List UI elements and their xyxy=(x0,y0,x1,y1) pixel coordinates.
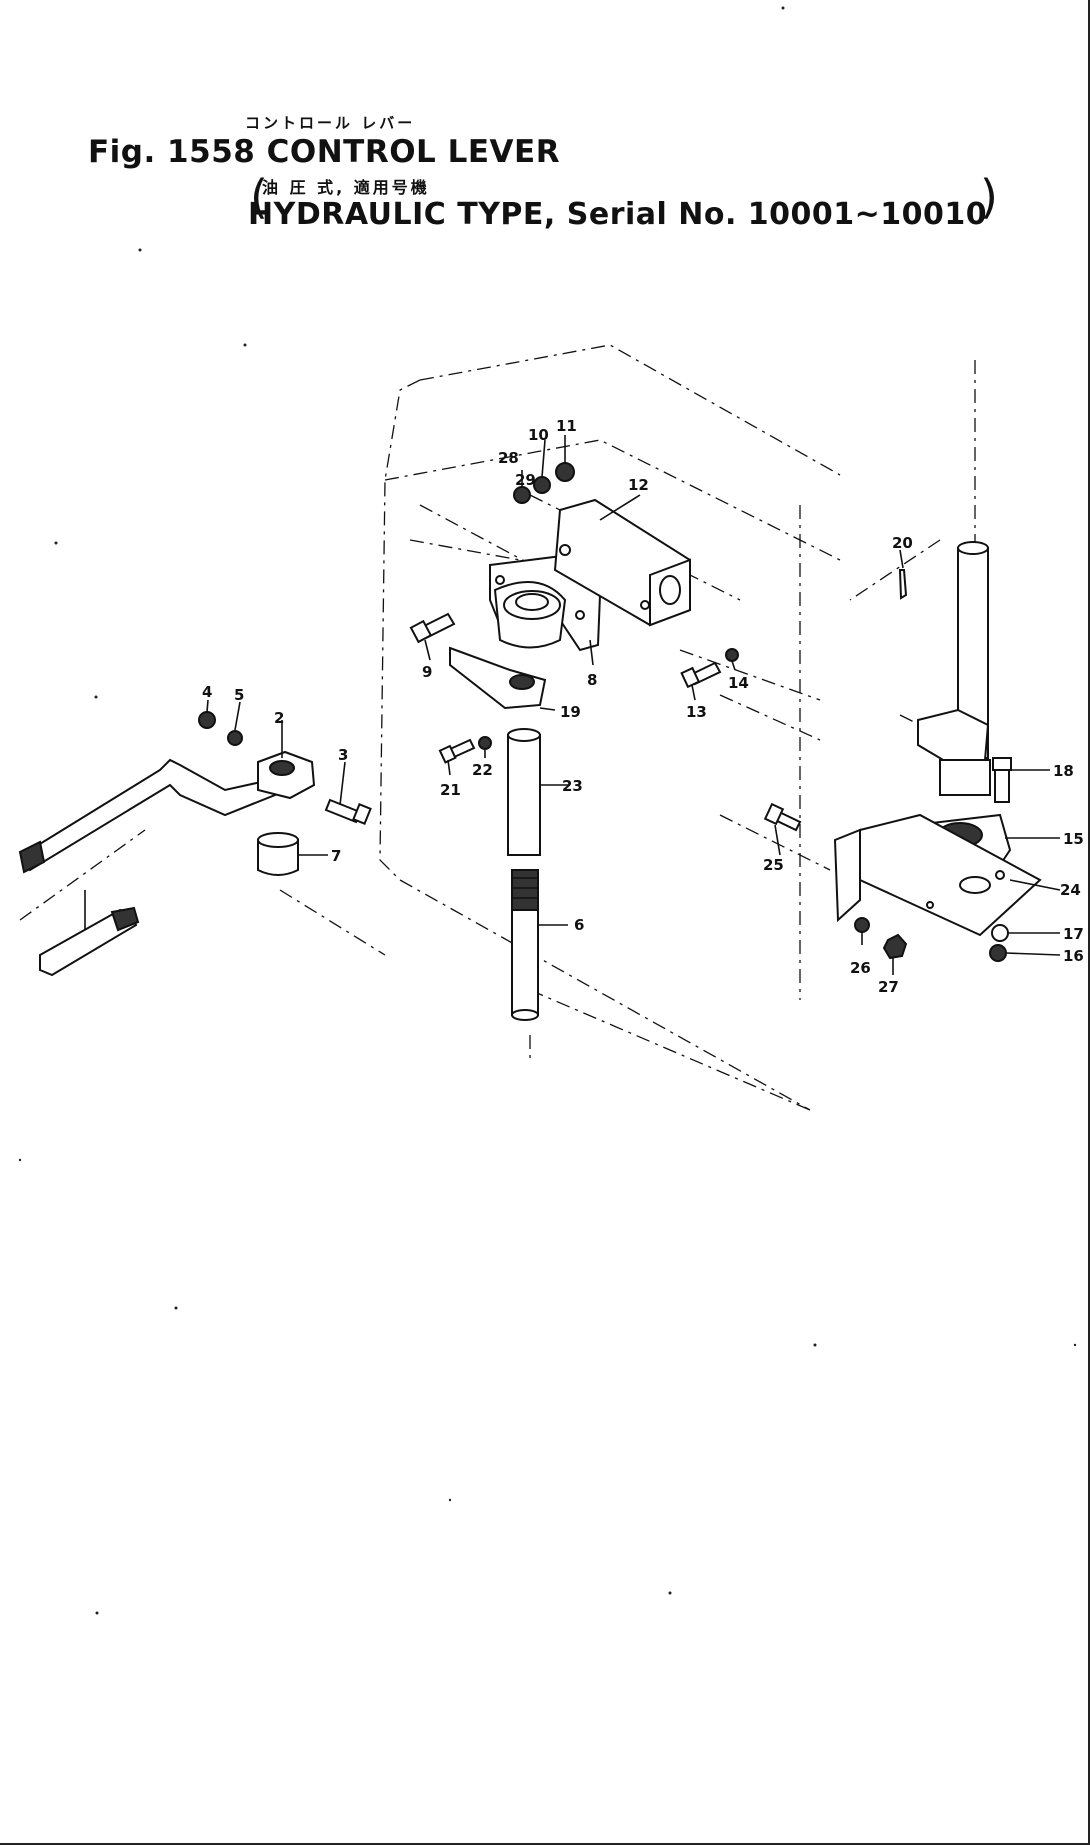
lever-arm-19 xyxy=(449,646,547,710)
callout-labels: 2 3 4 5 6 7 8 9 10 11 12 13 14 15 16 17 … xyxy=(202,417,1084,996)
housing-phantom-outline xyxy=(19,344,991,1111)
spring-6 xyxy=(511,869,539,911)
callout-23: 23 xyxy=(562,777,583,795)
nut-27 xyxy=(882,933,908,960)
callout-28: 28 xyxy=(498,449,519,467)
callout-2: 2 xyxy=(274,709,284,727)
callout-7: 7 xyxy=(331,847,341,865)
callout-12: 12 xyxy=(628,476,649,494)
valve-block-12 xyxy=(553,498,691,627)
washer-10 xyxy=(533,476,551,494)
callout-25: 25 xyxy=(763,856,784,874)
pin-20 xyxy=(898,569,908,600)
callout-26: 26 xyxy=(850,959,871,977)
callout-22: 22 xyxy=(472,761,493,779)
callout-8: 8 xyxy=(587,671,597,689)
callout-4: 4 xyxy=(202,683,212,701)
print-specks xyxy=(18,6,1077,1615)
callout-29: 29 xyxy=(515,471,536,489)
figure-subtitle: HYDRAULIC TYPE, Serial No. 10001~10010 xyxy=(248,197,988,232)
callout-18: 18 xyxy=(1053,762,1074,780)
washer-5 xyxy=(227,730,243,746)
nut-11 xyxy=(555,462,575,482)
bushing-7 xyxy=(257,832,299,876)
figure-title: Fig. 1558 CONTROL LEVER xyxy=(88,134,561,170)
washer-22 xyxy=(478,736,492,750)
callout-9: 9 xyxy=(422,663,432,681)
bolt-18 xyxy=(992,757,1012,803)
subtitle-open-bracket: ( xyxy=(250,170,268,224)
washer-29 xyxy=(513,486,531,504)
callout-20: 20 xyxy=(892,534,913,552)
title-japanese-katakana: コントロール レバー xyxy=(245,114,416,132)
callout-13: 13 xyxy=(686,703,707,721)
rod-lower xyxy=(511,909,539,1021)
callout-14: 14 xyxy=(728,674,749,692)
leader-lines xyxy=(206,435,1061,975)
shaft-23 xyxy=(507,728,541,856)
callout-15: 15 xyxy=(1063,830,1084,848)
subtitle-japanese: 油 圧 式, 適用号機 xyxy=(262,178,430,197)
bolt-21 xyxy=(438,738,476,764)
washer-17 xyxy=(991,924,1009,942)
mounting-plate-24 xyxy=(833,813,1042,937)
washer-26 xyxy=(854,917,870,933)
callout-6: 6 xyxy=(574,916,584,934)
subtitle-close-bracket: ) xyxy=(980,170,998,224)
callout-3: 3 xyxy=(338,746,348,764)
callout-17: 17 xyxy=(1063,925,1084,943)
callout-5: 5 xyxy=(234,686,244,704)
washer-14 xyxy=(725,648,739,662)
nut-16 xyxy=(989,944,1007,962)
callout-24: 24 xyxy=(1060,881,1081,899)
callout-21: 21 xyxy=(440,781,461,799)
bolt-9 xyxy=(409,612,456,644)
control-lever xyxy=(18,758,277,977)
bolt-3 xyxy=(324,798,372,825)
nut-4 xyxy=(198,711,216,729)
callout-10: 10 xyxy=(528,426,549,444)
column-shaft xyxy=(917,541,991,796)
callout-19: 19 xyxy=(560,703,581,721)
callout-16: 16 xyxy=(1063,947,1084,965)
callout-11: 11 xyxy=(556,417,577,435)
callout-27: 27 xyxy=(878,978,899,996)
bolt-13 xyxy=(680,661,722,689)
lever-clamp-boss xyxy=(257,750,316,800)
bolt-25 xyxy=(763,802,802,832)
